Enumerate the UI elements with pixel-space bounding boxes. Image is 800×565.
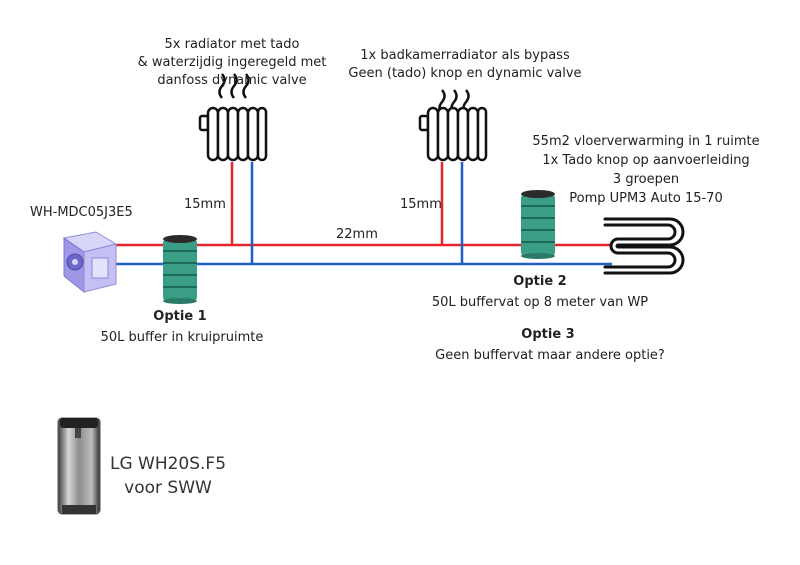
bathroom-radiator-label-line2: Geen (tado) knop en dynamic valve <box>348 66 582 81</box>
option1-title: Optie 1 <box>153 309 207 324</box>
buffer-tank-option2-icon <box>521 190 555 259</box>
buffer-tank-option1-icon <box>163 235 197 304</box>
radiator-icon <box>198 73 268 162</box>
boiler-label-line1: LG WH20S.F5 <box>109 454 227 474</box>
option3-description: Geen buffervat maar andere optie? <box>435 348 665 363</box>
option3-title: Optie 3 <box>521 327 575 342</box>
option2-description: 50L buffervat op 8 meter van WP <box>431 295 649 310</box>
radiators-label-line1: 5x radiator met tado <box>164 37 300 52</box>
floor-heating-coil-outer <box>603 217 685 275</box>
boiler-label-line2: voor SWW <box>124 478 212 498</box>
pipe-size-15mm-right: 15mm <box>400 197 442 212</box>
floor-heating-label-line1: 55m2 vloerverwarming in 1 ruimte <box>532 134 760 149</box>
option1-description: 50L buffer in kruipruimte <box>100 330 264 345</box>
radiators-label-line2: & waterzijdig ingeregeld met <box>137 55 327 70</box>
radiators-label-line3: danfoss dynamic valve <box>157 73 307 88</box>
floor-heating-label-line4: Pomp UPM3 Auto 15-70 <box>569 191 723 206</box>
heat-pump-label: WH-MDC05J3E5 <box>30 205 133 220</box>
bathroom-radiator-icon <box>418 89 488 162</box>
option2-title: Optie 2 <box>513 274 567 289</box>
hot-water-boiler-icon <box>57 417 101 515</box>
floor-heating-coil-icon <box>603 223 677 269</box>
floor-heating-label-line3: 3 groepen <box>612 172 680 187</box>
heat-pump-icon <box>62 231 118 294</box>
floor-heating-label-line2: 1x Tado knop op aanvoerleiding <box>542 153 750 168</box>
pipe-size-15mm-left: 15mm <box>184 197 226 212</box>
pipe-size-22mm: 22mm <box>336 227 378 242</box>
bathroom-radiator-label-line1: 1x badkamerradiator als bypass <box>360 48 570 63</box>
